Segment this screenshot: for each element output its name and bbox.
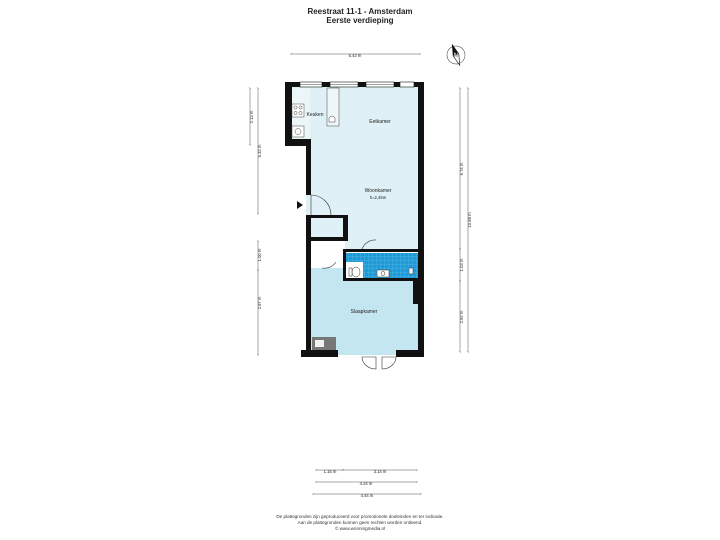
hallway-floor [308,241,345,268]
windows [299,81,415,88]
room-label-eetkamer: Eetkamer [369,119,391,125]
dim-left-2: 5.32 m [257,144,262,157]
footer-website-link[interactable]: © www.wonningmedia.nl [334,526,386,531]
dim-right-2: 10.89 m [467,212,472,228]
stove-icon [291,103,305,118]
room-label-woonkamer: Woonkamer [365,188,392,194]
dim-bottom-2: 4.24 m [360,481,373,486]
bedroom-floor [308,268,418,355]
bathroom-fixtures [348,266,414,278]
entrance-arrow-icon [297,201,303,209]
room-height-label: h=2,45m [370,195,387,200]
floorplan-title: Reestraat 11-1 - Amsterdam [307,7,413,16]
living-floor [290,84,420,250]
room-label-keuken: Keuken [307,112,324,118]
kitchen-fixtures [291,87,340,138]
dimension-lines [250,54,468,494]
dim-top-width: 5.43 m [349,53,362,58]
doors [310,194,397,370]
bedroom-door-swing [321,261,337,269]
compass-north-label: N [454,53,458,59]
compass-rose-icon [446,43,466,67]
dim-bottom-1b: 3.14 m [374,469,387,474]
bedroom-cabinet [312,337,336,350]
footer-disclaimer-2: Aan de plattegronden kunnen geen rechten… [297,520,423,525]
dim-left-1: 2.13 m [249,110,254,123]
dim-left-4: 2.97 m [257,296,262,309]
room-label-slaapkamer: Slaapkamer [351,309,378,315]
hall-door-swing [361,239,377,250]
shower-drain [408,267,414,275]
balcony-door-right [381,356,397,370]
dim-left-3: 1.00 m [257,248,262,261]
dim-bottom-1a: 1.15 m [324,469,337,474]
balcony-door-left [361,356,377,370]
dim-right-4: 2.92 m [459,310,464,323]
counter-island [326,87,340,127]
floor-areas [290,84,420,355]
dim-right-1: 6.74 m [459,162,464,175]
dim-bottom-3: 4.44 m [361,493,374,498]
dim-right-3: 1.03 m [459,258,464,271]
footer-disclaimer-1: De plattegronden zijn geproduceerd voor … [276,514,444,519]
floor-subtitle: Eerste verdieping [326,16,394,25]
toilet-icon [351,266,361,278]
entry-door-swing [310,194,332,216]
